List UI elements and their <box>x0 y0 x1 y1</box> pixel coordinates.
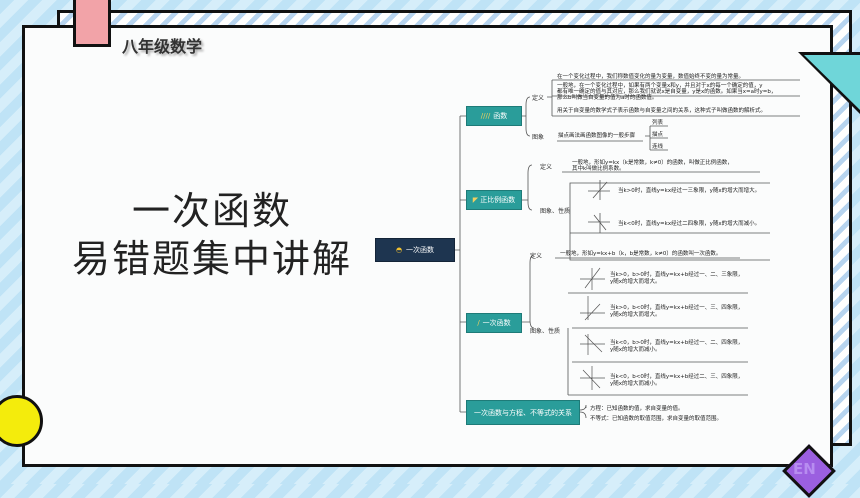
stripes-icon: //// <box>480 112 491 120</box>
property-text: y随x的增大而增大。 <box>610 279 661 285</box>
label-definition: 定义 <box>530 253 543 260</box>
def-text: 在一个变化过程中，我们称数值变化的量为变量，数值始终不变的量为常量。 <box>557 74 745 80</box>
title-line-2: 易错题集中讲解 <box>71 237 352 281</box>
graph-sketches <box>580 267 605 390</box>
grade-label: 八年级数学 <box>122 37 203 56</box>
yellow-circle-decoration <box>0 395 43 447</box>
step-item: 列表 <box>652 120 664 126</box>
def-text: 其中k叫做比例系数。 <box>572 166 625 172</box>
pink-tab-decoration <box>73 0 111 47</box>
title-line-1: 一次函数 <box>131 189 292 233</box>
def-text: 一般地，形如y=kx+b（k，b是常数，k≠0）的函数叫一次函数。 <box>560 251 722 257</box>
def-text: 都有唯一确定的值与其对应，那么我们就说x是自变量，y是x的函数。如果当x=a时y… <box>557 89 777 95</box>
property-text: 当k>0，b<0时，直线y=kx+b经过一、三、四象限， <box>610 305 744 311</box>
relation-text: 方程：已知函数的值，求自变量的值。 <box>590 406 684 412</box>
label-properties: 图象、性质 <box>540 208 571 215</box>
step-item: 连线 <box>652 144 664 150</box>
branch-node-function[interactable]: ////函数 <box>466 106 522 126</box>
property-text: 当k>0，b>0时，直线y=kx+b经过一、二、三象限， <box>610 272 744 278</box>
def-text: 一般地，形如y=kx（k是常数，k≠0）的函数，叫做正比例函数， <box>572 160 733 166</box>
property-text: 当k<0，b<0时，直线y=kx+b经过二、三、四象限， <box>610 374 744 380</box>
property-text: 当k<0时，直线y=kx经过二四象限，y随x的增大而减小。 <box>618 221 761 227</box>
def-text: 那么b叫做当自变量的值为a时的函数值。 <box>557 95 658 101</box>
triangle-decoration-fill <box>804 55 860 110</box>
step-item: 描点 <box>652 132 664 138</box>
gauge-icon: ◓ <box>395 246 403 254</box>
mindmap-connectors <box>455 79 800 419</box>
branch-node-linear[interactable]: /一次函数 <box>466 313 522 333</box>
branch-node-proportional[interactable]: ◤正比例函数 <box>466 190 522 210</box>
en-badge[interactable]: EN <box>793 460 816 478</box>
branch-node-equations[interactable]: 一次函数与方程、不等式的关系 <box>466 400 580 425</box>
label-definition: 定义 <box>540 164 553 171</box>
property-text: y随x的增大而减小。 <box>610 381 661 387</box>
label-graph: 图象 <box>532 134 545 141</box>
relation-text: 不等式：已知函数的取值范围，求自变量的取值范围。 <box>590 416 723 422</box>
label-properties: 图象、性质 <box>530 328 561 335</box>
mindmap-root-node[interactable]: ◓一次函数 <box>375 238 455 262</box>
property-text: 当k<0，b>0时，直线y=kx+b经过一、二、四象限， <box>610 340 744 346</box>
def-text: 一般地，在一个变化过程中，如果有两个变量x和y，并且对于x的每一个确定的值，y <box>557 83 763 89</box>
property-text: y随x的增大而增大。 <box>610 312 661 318</box>
def-text: 用关于自变量的数学式子表示函数与自变量之间的关系，这种式子叫做函数的解析式。 <box>557 108 767 114</box>
graph-steps-text: 描点画法画函数图像的一般步骤 <box>558 133 636 139</box>
label-definition: 定义 <box>532 95 545 102</box>
pencil-icon: / <box>477 319 480 327</box>
property-text: y随x的增大而减小。 <box>610 347 661 353</box>
property-text: 当k>0时，直线y=kx经过一三象限，y随x的增大而增大。 <box>618 188 761 194</box>
ruler-icon: ◤ <box>472 196 479 204</box>
